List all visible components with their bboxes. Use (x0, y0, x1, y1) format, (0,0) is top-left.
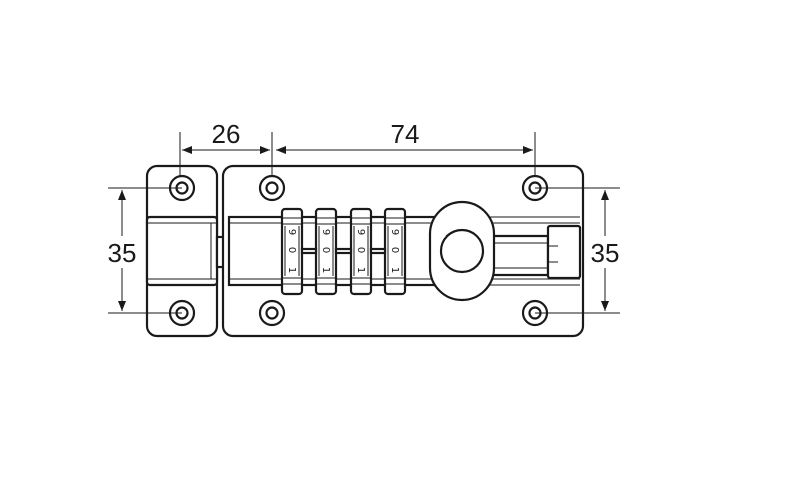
dial-1: 9 0 1 (280, 207, 304, 296)
dial-1-digit-1: 9 (286, 229, 297, 235)
dial-1-digit-3: 1 (286, 267, 297, 273)
dial-3-digit-2: 0 (355, 247, 366, 253)
dial-3-digit-3: 1 (355, 267, 366, 273)
dial-2-digit-3: 1 (320, 267, 331, 273)
dial-2: 9 0 1 (314, 207, 338, 296)
body-hole-top-left (258, 174, 286, 202)
body-hole-bottom-left (258, 299, 286, 327)
knob (428, 200, 496, 302)
dial-4-digit-3: 1 (389, 267, 400, 273)
dial-4-digit-2: 0 (389, 247, 400, 253)
dial-1-digit-2: 0 (286, 247, 297, 253)
dial-3: 9 0 1 (349, 207, 373, 296)
dial-2-digit-1: 9 (320, 229, 331, 235)
dimension-label-26: 26 (212, 119, 241, 149)
dimension-top-right: 74 (276, 119, 536, 176)
dial-2-digit-2: 0 (320, 247, 331, 253)
dimension-top-left: 26 (179, 119, 273, 176)
dial-4: 9 0 1 (383, 207, 407, 296)
dimension-label-74: 74 (391, 119, 420, 149)
bolt-slider (492, 224, 582, 280)
dial-axle-3 (369, 247, 387, 255)
combination-dials: 9 0 1 9 0 1 9 0 1 9 0 1 (280, 207, 407, 296)
dial-3-digit-1: 9 (355, 229, 366, 235)
dimension-label-35-left: 35 (108, 238, 137, 268)
dial-axle-2 (334, 247, 353, 255)
dimension-left: 35 (104, 187, 182, 314)
dial-4-digit-1: 9 (389, 229, 400, 235)
dimension-label-35-right: 35 (591, 238, 620, 268)
dial-axle-1 (300, 247, 318, 255)
dimension-right: 35 (535, 187, 623, 314)
